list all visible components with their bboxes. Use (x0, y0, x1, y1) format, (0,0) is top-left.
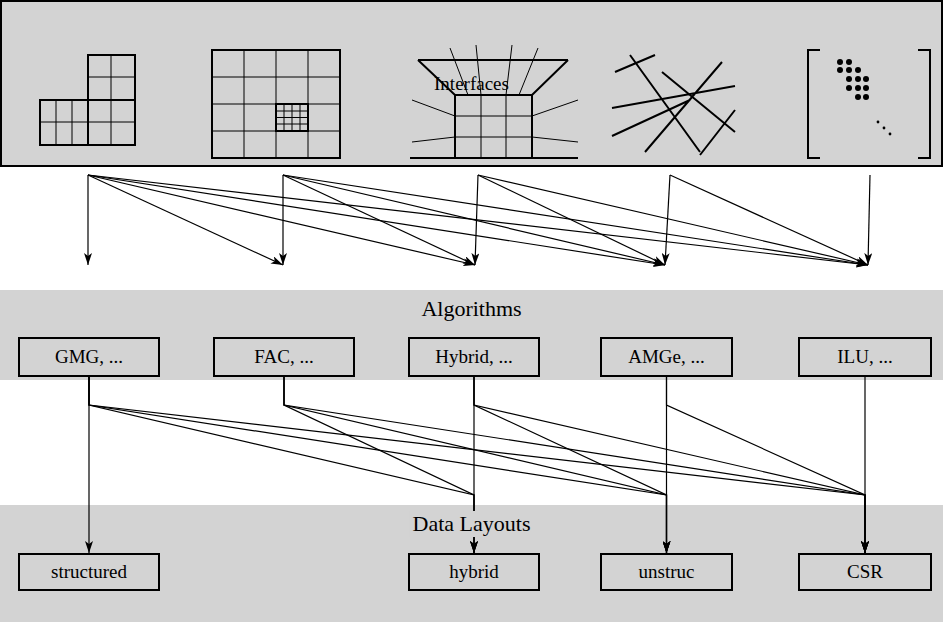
interface-arrow (283, 175, 475, 265)
layer-band: AlgorithmsGMG, ... FAC, ... Hybrid, ... AMG… (0, 290, 943, 380)
interface-arrow (87, 175, 88, 265)
interface-arrow (88, 175, 283, 265)
connector-arrow (474, 377, 865, 553)
component-box: structured (18, 553, 160, 591)
component-box: Hybrid, ... (408, 337, 540, 377)
interface-arrow (475, 175, 478, 265)
box-label: hybrid (449, 561, 499, 583)
band-heading: Algorithms (417, 296, 525, 322)
box-label: Interfaces (434, 73, 509, 95)
interface-arrow (478, 175, 868, 265)
component-box: ILU, ... (798, 337, 932, 377)
connector-arrow (284, 377, 667, 553)
sparse-matrix-icon (808, 50, 930, 158)
component-box: FAC, ... (213, 337, 355, 377)
component-box: GMG, ... (18, 337, 160, 377)
layer-band: Data Layouts structured hybrid unstruc CSR (0, 505, 943, 622)
component-box: Interfaces (0, 0, 943, 167)
connector-arrow (89, 377, 474, 553)
connector-arrow (864, 377, 865, 553)
interface-arrows (88, 175, 870, 265)
connector-arrow (284, 377, 474, 553)
interface-arrow (665, 175, 670, 265)
band-heading: Data Layouts (409, 511, 535, 537)
box-label: ILU, ... (837, 346, 892, 368)
box-label: GMG, ... (55, 346, 123, 368)
interface-arrow (283, 175, 665, 265)
interface-arrow (88, 175, 868, 265)
box-label: AMGe, ... (628, 346, 705, 368)
connector-arrow (89, 377, 865, 553)
interface-arrow (88, 175, 475, 265)
interface-arrow (868, 175, 870, 265)
box-label: CSR (847, 561, 883, 583)
refined-grid-icon (212, 50, 340, 158)
interface-arrow (670, 175, 868, 265)
connector-arrow (474, 377, 667, 553)
component-box: AMGe, ... (600, 337, 733, 377)
box-label: FAC, ... (254, 346, 313, 368)
component-box: unstruc (600, 553, 733, 591)
connector-arrow (284, 377, 865, 553)
block-mesh-icon (410, 45, 578, 158)
interface-arrow (282, 175, 283, 265)
connector-arrow (89, 377, 667, 553)
block-grid-icon (40, 55, 135, 145)
box-label: Hybrid, ... (435, 346, 513, 368)
interface-arrow (478, 175, 665, 265)
box-label: unstruc (639, 561, 695, 583)
unstructured-mesh-icon (612, 55, 735, 155)
connector-arrow (667, 377, 866, 553)
component-box: CSR (798, 553, 932, 591)
component-box: hybrid (408, 553, 540, 591)
box-label: structured (51, 561, 127, 583)
interface-arrow (283, 175, 868, 265)
